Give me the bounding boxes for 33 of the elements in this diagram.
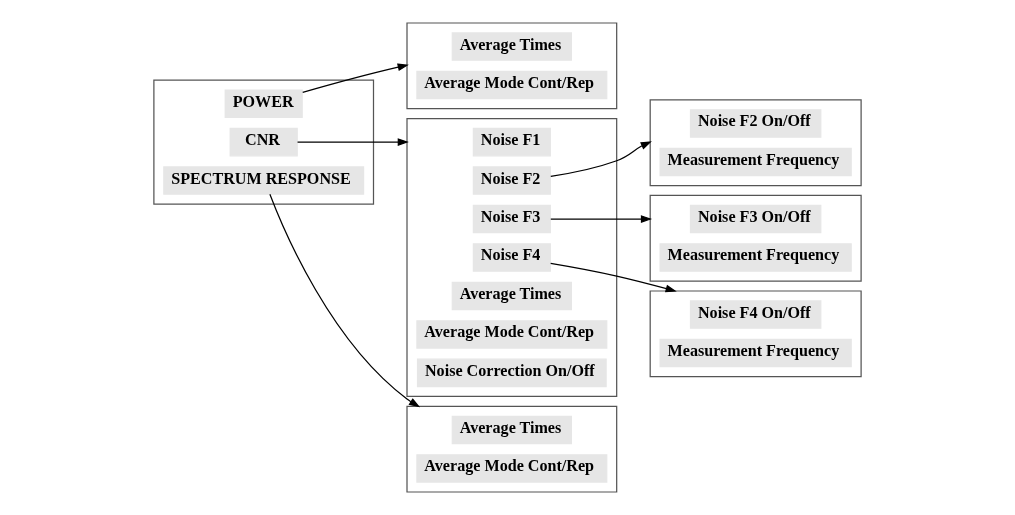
node-box: Noise F2 On/Off bbox=[689, 109, 822, 138]
node-box: Average Mode Cont/Rep bbox=[416, 320, 608, 349]
arrow bbox=[302, 63, 409, 94]
arrow bbox=[550, 141, 652, 177]
node-box: Noise F3 On/Off bbox=[689, 204, 822, 234]
node-box: Average Times bbox=[451, 281, 572, 311]
node-box: Measurement Frequency bbox=[659, 243, 852, 272]
node-box: Measurement Frequency bbox=[659, 147, 852, 177]
node-box: Measurement Frequency bbox=[659, 338, 852, 368]
cluster bbox=[649, 290, 862, 378]
node-box: Noise Correction On/Off bbox=[416, 358, 607, 388]
node-box: POWER bbox=[224, 89, 303, 118]
cluster bbox=[649, 194, 862, 282]
arrow bbox=[269, 193, 421, 408]
arrow bbox=[550, 215, 653, 223]
cluster bbox=[406, 117, 618, 398]
node-box: Noise F4 On/Off bbox=[689, 300, 822, 329]
node-box: Average Times bbox=[451, 415, 572, 445]
node-box: SPECTRUM RESPONSE bbox=[163, 166, 365, 195]
node-box: Noise F4 bbox=[472, 243, 551, 272]
cluster bbox=[406, 22, 618, 110]
cluster bbox=[649, 99, 862, 187]
cluster bbox=[406, 405, 618, 493]
arrow bbox=[296, 138, 409, 147]
node-box: Average Mode Cont/Rep bbox=[416, 454, 608, 483]
arrow bbox=[550, 262, 677, 293]
node-box: Noise F1 bbox=[472, 127, 551, 157]
node-box: Noise F3 bbox=[472, 204, 551, 234]
node-box: Average Times bbox=[451, 32, 572, 61]
cluster bbox=[153, 79, 375, 205]
node-box: Noise F2 bbox=[472, 166, 551, 195]
node-box: Average Mode Cont/Rep bbox=[416, 70, 608, 100]
node-box: CNR bbox=[229, 127, 298, 157]
